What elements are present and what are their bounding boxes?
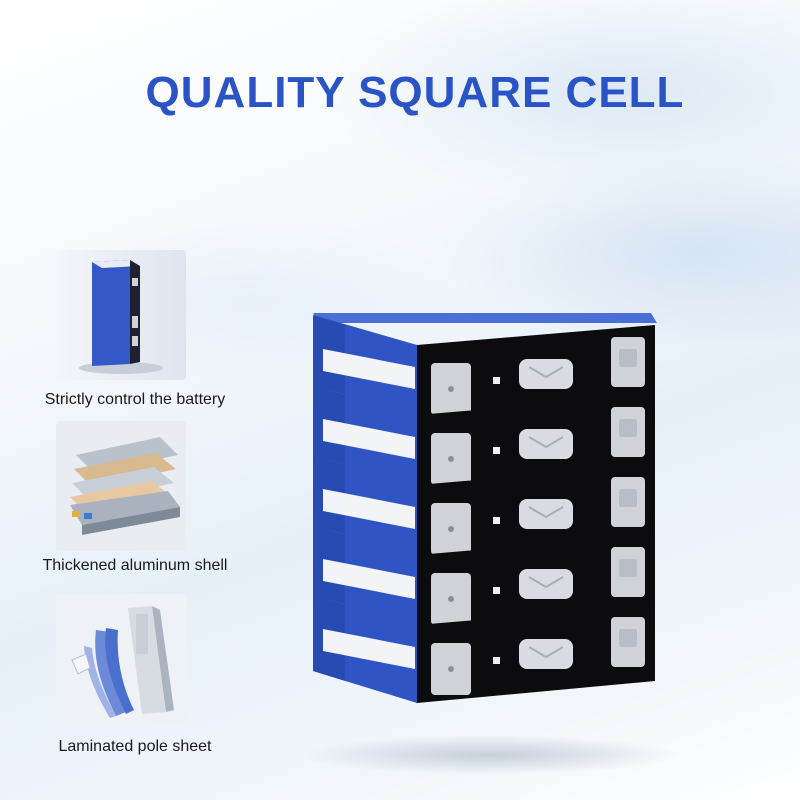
feature-caption-battery: Strictly control the battery	[44, 391, 226, 408]
battery-cell	[313, 315, 655, 423]
stacked-battery-cells	[305, 285, 665, 755]
hero-shadow	[300, 735, 680, 775]
battery-cell	[313, 385, 655, 493]
battery-cell	[313, 455, 655, 563]
page-title: QUALITY SQUARE CELL	[145, 68, 685, 117]
feature-caption-shell: Thickened aluminum shell	[42, 557, 228, 574]
pole-sheet-thumbnail	[56, 594, 186, 724]
aluminum-layers-thumbnail	[56, 421, 186, 551]
cell-top-lid	[313, 313, 657, 323]
battery-cell	[313, 595, 655, 703]
feature-caption-pole-sheet: Laminated pole sheet	[58, 738, 212, 755]
battery-cell-thumbnail	[56, 250, 186, 380]
